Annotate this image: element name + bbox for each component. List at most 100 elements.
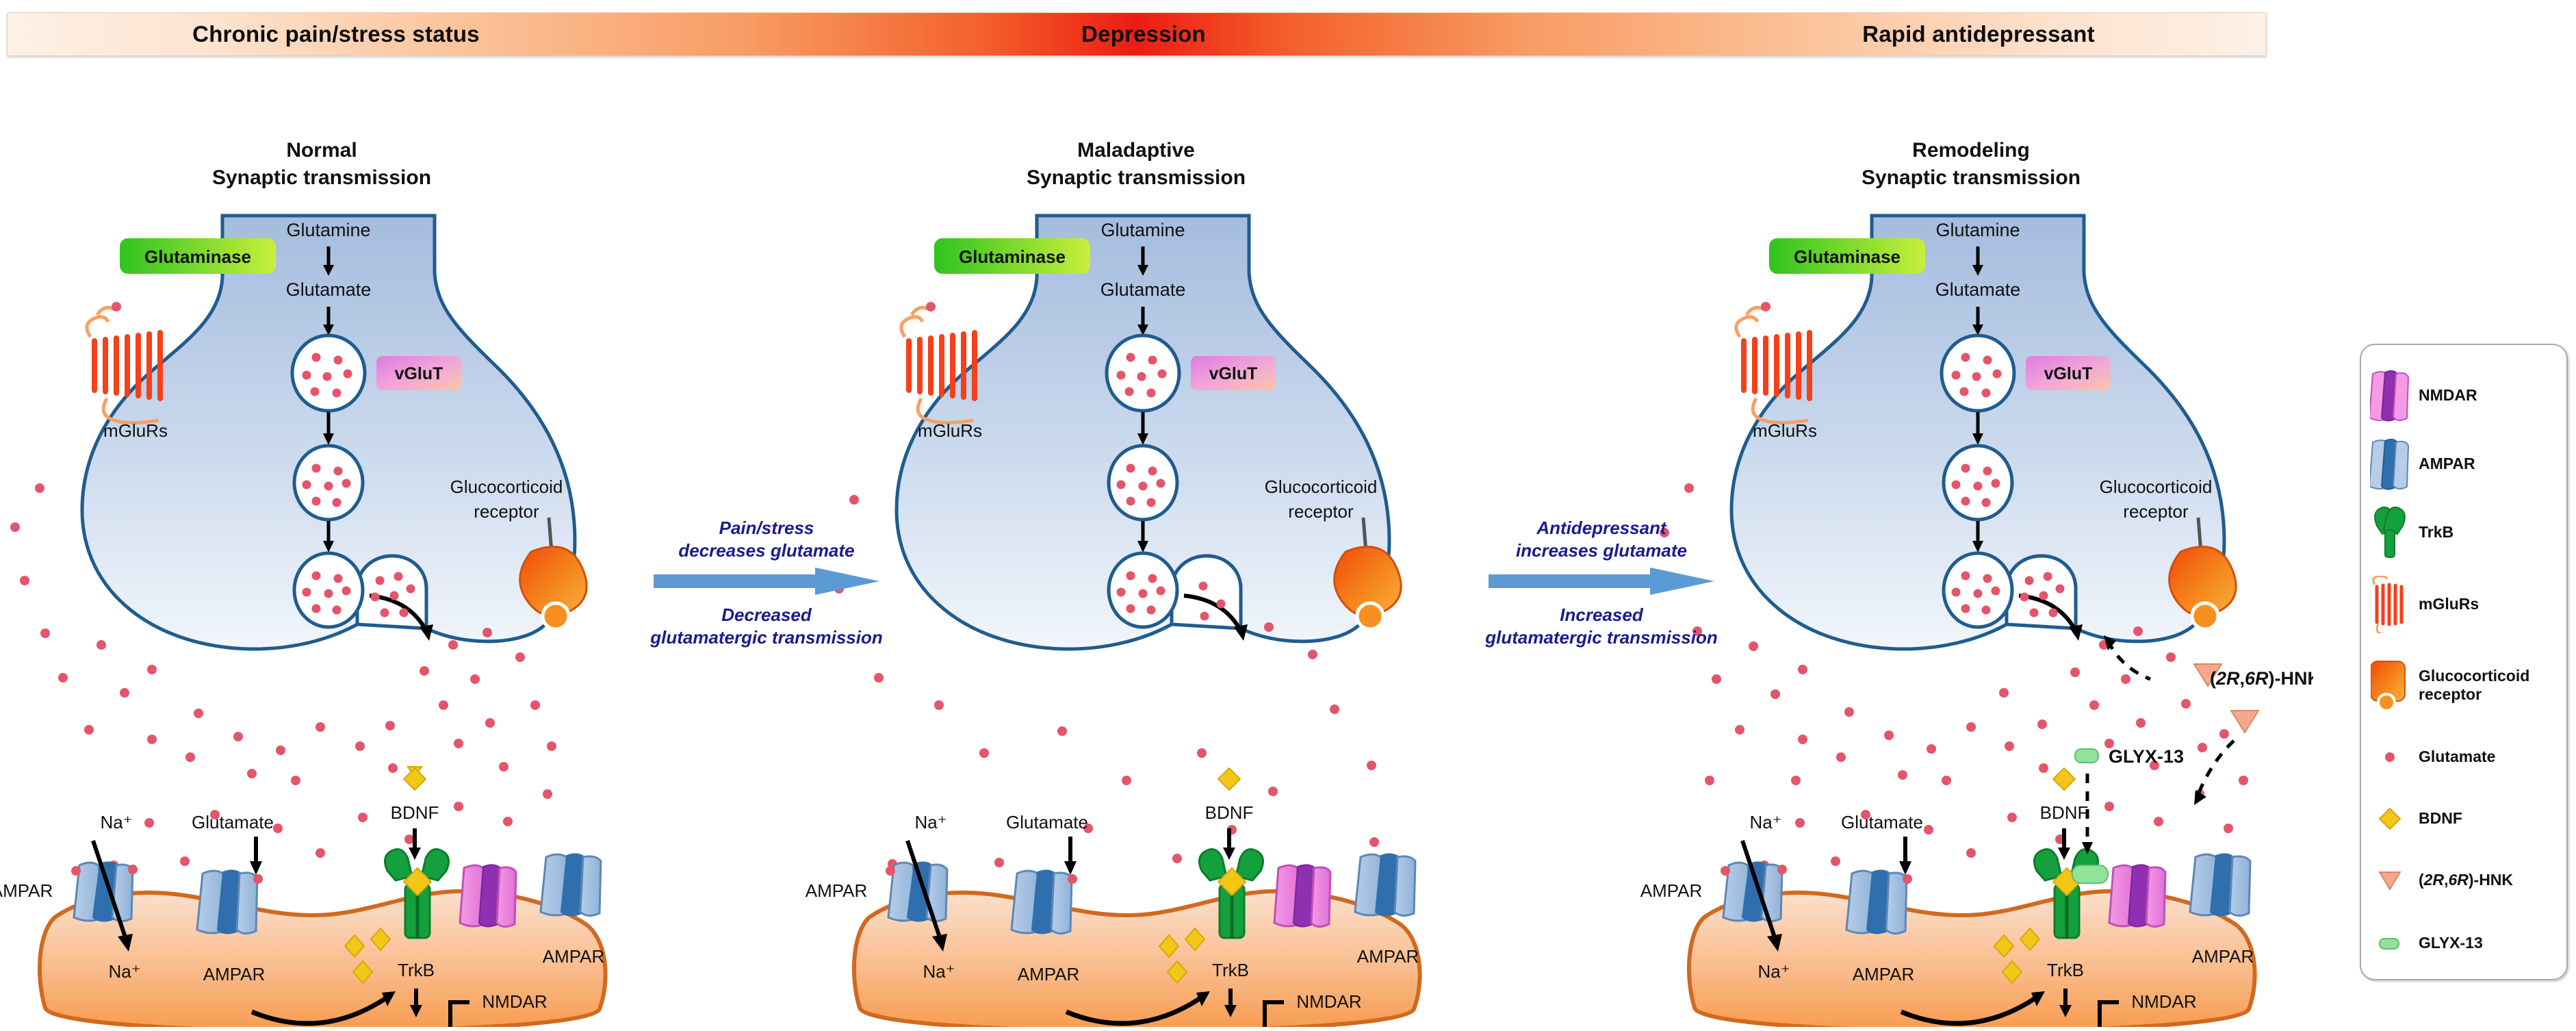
bdnf-diamonds-cytosol: [1993, 927, 2041, 984]
label-mglurs: mGluRs: [918, 420, 982, 441]
arrow-bdnf-to-trkb: [409, 848, 421, 860]
arrow-glyx13-to-nmdar: [2082, 842, 2093, 854]
legend-hnk-italic-1: 2R: [2423, 871, 2445, 889]
arrow-na-influx: [118, 934, 133, 952]
panel-title-line2: Synaptic transmission: [1861, 166, 2081, 189]
ampar-receptor-icon: [2361, 438, 2419, 490]
label-ampar-right: AMPAR: [1357, 946, 1419, 967]
vglut-tag: vGluT: [2026, 356, 2111, 390]
label-glucocorticoid-line1: Glucocorticoid: [2100, 476, 2213, 497]
label-bdnf: BDNF: [2040, 802, 2089, 823]
transition-top-line1: Pain/stress: [719, 518, 814, 538]
legend-item-bdnf: BDNF: [2361, 794, 2566, 843]
legend-label-bdnf: BDNF: [2419, 809, 2462, 828]
transition-arrow-icon: [1489, 567, 1714, 595]
transition-antidepressant: Antidepressant increases glutamate Incre…: [1444, 517, 1759, 649]
glyx13-capsule-icon: [2361, 936, 2419, 951]
glyx13-bound-icon: [2072, 865, 2109, 884]
arrow-glutamate-to-vesicle: [1972, 324, 1983, 335]
label-glutamate-presyn: Glutamate: [1935, 279, 2021, 300]
nmdar-receptor-icon: [2361, 370, 2419, 422]
label-glucocorticoid-line2: receptor: [474, 501, 539, 522]
transition-top-line2: decreases glutamate: [678, 539, 855, 561]
legend-label-glucocorticoid-receptor: Glucocorticoid receptor: [2419, 667, 2529, 704]
label-na-intracellular: Na⁺: [1758, 961, 1790, 982]
label-bdnf: BDNF: [391, 802, 439, 823]
arrow-glutamate-to-ampar: [250, 861, 262, 875]
label-mtorc1: mTORC1: [350, 1026, 424, 1027]
stage-header-bar: Chronic pain/stress status Depression Ra…: [7, 12, 2267, 56]
legend-item-glucocorticoid-receptor: Glucocorticoid receptor: [2361, 649, 2566, 722]
trkb-receptor: [383, 848, 450, 939]
label-glucocorticoid-line2: receptor: [2123, 501, 2189, 522]
mglurs-receptor-icon: [2361, 576, 2419, 633]
panel-title-line2: Synaptic transmission: [211, 166, 432, 189]
bdnf-diamond-free: [402, 767, 427, 791]
arrow-vesicle-fusion: [2069, 624, 2083, 641]
bdnf-diamond-free: [2052, 767, 2076, 791]
vglut-tag: vGluT: [376, 356, 461, 390]
label-glutamate-synapse: Glutamate: [1006, 812, 1088, 832]
label-mtorc1: mTORC1: [1999, 1026, 2074, 1027]
label-glucocorticoid-line1: Glucocorticoid: [450, 476, 563, 497]
ampar-receptor-mid: [196, 869, 263, 934]
label-glutamate-presyn: Glutamate: [1100, 279, 1186, 300]
arrow-hnk-to-ampar: [2194, 790, 2206, 805]
legend-item-trkb: TrkB: [2361, 501, 2566, 564]
arrow-vesicle-fusion: [420, 624, 433, 641]
glutamate-dots-extracellular: [1660, 483, 2248, 870]
glutamate-dots-extracellular: [834, 495, 1379, 869]
bdnf-diamonds-cytosol: [1158, 927, 1206, 984]
label-bdnf: BDNF: [1205, 802, 1254, 823]
transition-bottom-line2: glutamatergic transmission: [1485, 627, 1718, 648]
label-trkb: TrkB: [1212, 960, 1249, 980]
transition-arrow-icon: [654, 567, 879, 595]
panel-title: Maladaptive Synaptic transmission: [794, 137, 1478, 192]
vesicle-group: [290, 333, 433, 641]
arrow-trkb-to-mtorc1: [410, 1005, 422, 1017]
arrow-glutamate-to-ampar: [1899, 861, 1911, 875]
arrow-glutamate-to-ampar: [1064, 861, 1077, 875]
label-ampar-mid: AMPAR: [1018, 964, 1080, 984]
arrow-glutamine-to-glutamate: [1137, 265, 1148, 276]
synapse-diagram-remodeling: Glutamine Glutamate Glutaminase: [1640, 214, 2313, 1027]
vglut-tag: vGluT: [1191, 356, 1276, 390]
label-nmdar: NMDAR: [1296, 991, 1361, 1012]
hnk-triangle-lower: [2230, 710, 2260, 734]
ampar-receptor-left: [1721, 861, 1787, 922]
label-glutamate-synapse: Glutamate: [1841, 812, 1923, 832]
trkb-receptor: [1198, 848, 1265, 939]
transition-top-line2: increases glutamate: [1515, 539, 1687, 561]
arrow-trkb-to-mtorc1: [2059, 1005, 2072, 1017]
vesicle-group: [1105, 333, 1248, 641]
label-ampar-right: AMPAR: [2192, 946, 2254, 967]
arrow-na-influx: [1767, 934, 1782, 952]
ampar-receptor-right: [539, 853, 602, 917]
label-ampar-left: AMPAR: [1640, 880, 1703, 901]
ampar-receptor-left: [886, 861, 949, 922]
label-glucocorticoid-line1: Glucocorticoid: [1265, 476, 1378, 497]
stage-label-depression: Depression: [1081, 21, 1206, 47]
panel-title-line1: Maladaptive: [1077, 139, 1195, 162]
glutamate-dots-extracellular: [10, 483, 556, 870]
nmdar-receptor: [1273, 864, 1332, 928]
legend-item-nmdar: NMDAR: [2361, 364, 2566, 427]
ampar-receptor-left: [71, 861, 138, 922]
label-glutamate-presyn: Glutamate: [286, 279, 372, 300]
hnk-prefix: (: [2210, 668, 2216, 689]
legend-hnk-italic-2: 6R: [2448, 871, 2469, 889]
legend-item-glyx13: GLYX-13: [2361, 919, 2566, 968]
label-ampar-mid: AMPAR: [203, 964, 266, 984]
label-glutamine: Glutamine: [1100, 220, 1185, 240]
synapse-diagram-normal: Glutamine Glutamate Glutaminase: [0, 214, 608, 1027]
arrow-hnk-to-terminal: [2104, 635, 2116, 650]
arrow-bdnf-release: [2031, 991, 2045, 1006]
arrow-bdnf-release: [1196, 991, 1210, 1006]
mglurs-icon: [85, 302, 163, 425]
hnk-triangle-upper: [2193, 663, 2223, 687]
label-glutamine: Glutamine: [1935, 220, 2020, 240]
legend-label-hnk: (2R,6R)-HNK: [2419, 871, 2514, 889]
nmdar-receptor: [459, 864, 517, 928]
label-glucocorticoid-line2: receptor: [1288, 501, 1354, 522]
hnk-triangle-icon: [2361, 869, 2419, 891]
